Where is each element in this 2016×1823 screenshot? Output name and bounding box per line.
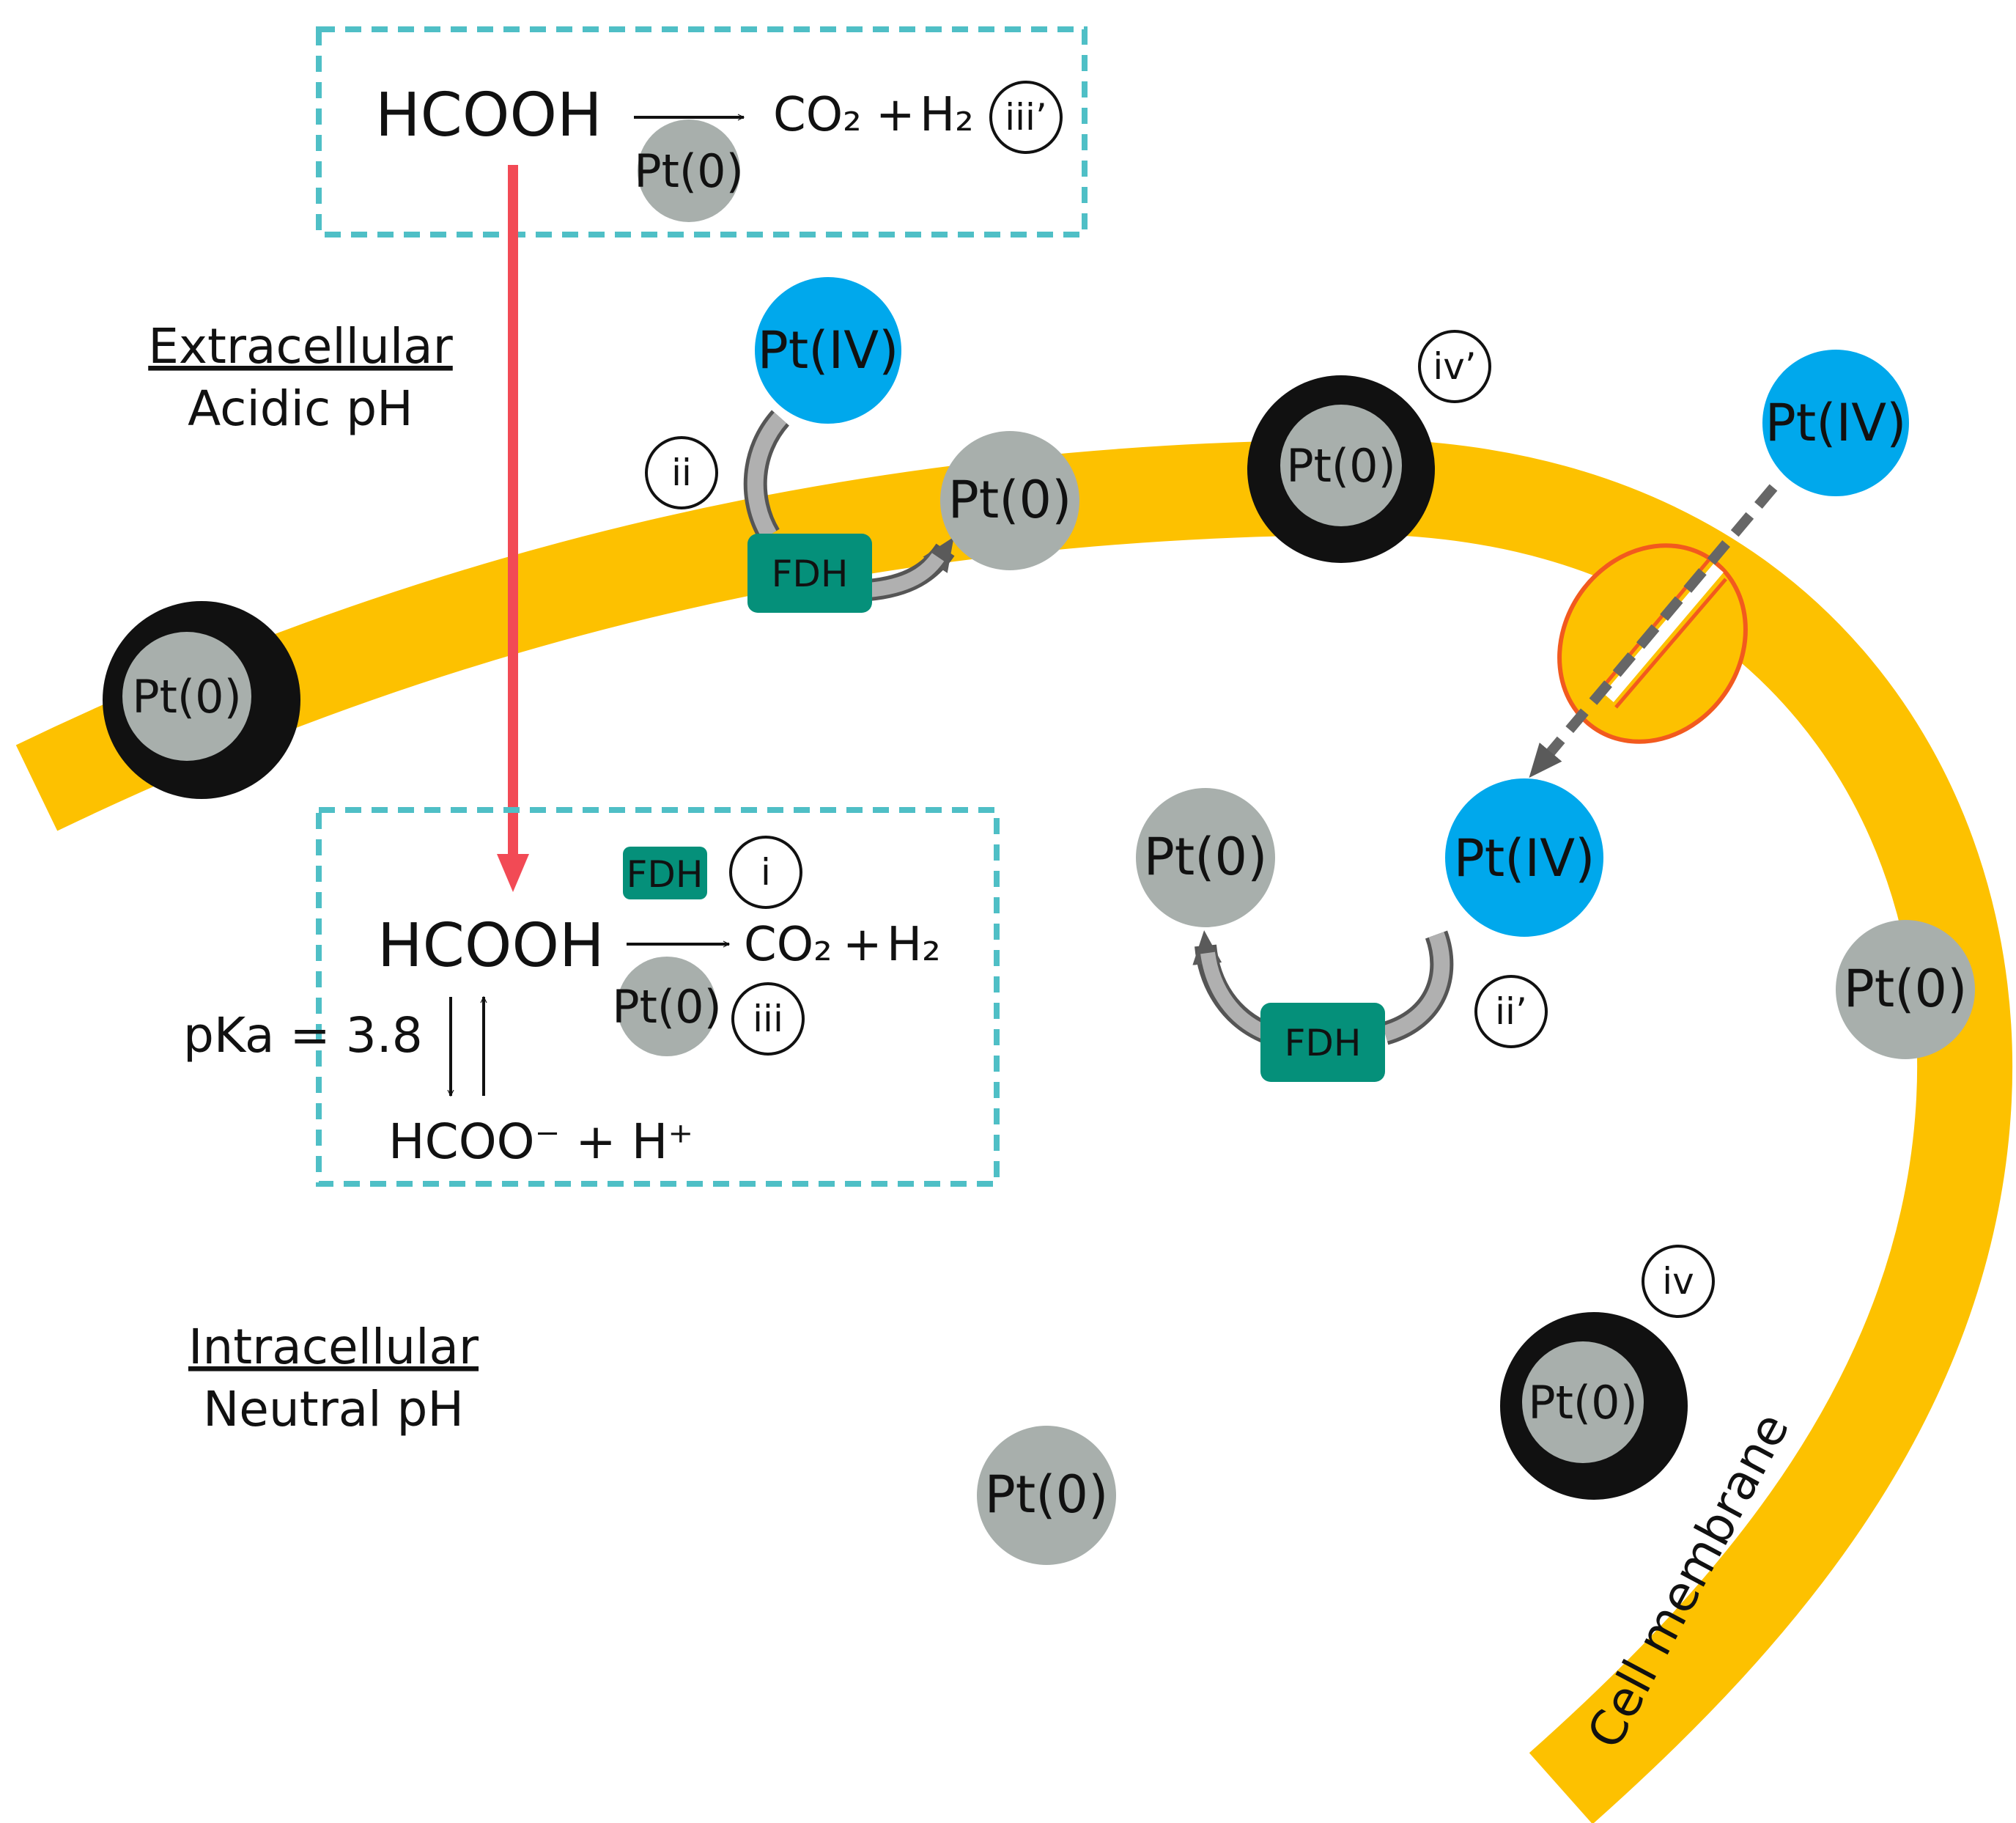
- extracellular-h2: H₂: [920, 88, 974, 142]
- label-ii-circle: [645, 436, 718, 509]
- pt0-label-box-bottom: Pt(0): [612, 980, 722, 1034]
- fdh-enzyme-box: [623, 847, 707, 899]
- extracellular-subtitle: Acidic pH: [188, 380, 413, 437]
- label-iii-prime-circle: [989, 81, 1063, 154]
- curve-arrow-ii-in-inner: [747, 412, 787, 539]
- fdh-label-box: FDH: [627, 853, 704, 896]
- pt0-label-left: Pt(0): [132, 670, 242, 723]
- label-iv-prime-circle: [1418, 330, 1491, 403]
- intracellular-hcooh: HCOOH: [377, 911, 605, 981]
- fdh-label-ii-prime: FDH: [1285, 1022, 1362, 1064]
- pt0-label-membrane-right: Pt(0): [1844, 959, 1968, 1019]
- pt0-particle-membrane-right: [1836, 920, 1975, 1059]
- pt0-particle-left: [122, 632, 251, 761]
- extracellular-reaction-box: [316, 26, 1088, 237]
- extracellular-title: Extracellular: [148, 318, 453, 375]
- pt4-particle-outside: [1762, 350, 1909, 496]
- pt0-label-ii: Pt(0): [948, 470, 1072, 530]
- label-iv-prime: iv’: [1433, 345, 1476, 388]
- pt4-label-outside: Pt(IV): [1765, 393, 1907, 453]
- extracellular-hcooh: HCOOH: [375, 81, 602, 150]
- label-iv: iv: [1662, 1260, 1694, 1303]
- label-iii-prime: iii’: [1005, 96, 1047, 139]
- label-ii-prime-circle: [1474, 975, 1548, 1048]
- label-i: i: [761, 851, 771, 894]
- fdh-enzyme-ii-prime: [1260, 1003, 1385, 1082]
- pt4-particle-ii: [755, 277, 901, 424]
- pt0-label-iv: Pt(0): [1528, 1376, 1638, 1429]
- curve-arrow-ii-prime-in-inner: [1382, 932, 1450, 1042]
- pt0-particle-box-top: [638, 119, 740, 222]
- intracellular-title: Intracellular: [188, 1319, 479, 1375]
- extracellular-co2: CO₂: [773, 88, 862, 142]
- pt0-particle-ii: [940, 431, 1079, 570]
- intracellular-co2: CO₂: [744, 918, 832, 972]
- label-iii: iii: [753, 998, 783, 1040]
- channel-pore-b: [1614, 578, 1727, 709]
- pt0-particle-iv: [1522, 1341, 1644, 1463]
- channel-pore-fill: [1603, 564, 1724, 702]
- label-iii-circle: [731, 982, 805, 1056]
- pt0-particle-ii-prime: [1136, 788, 1275, 927]
- pt0-particle-iv-prime: [1280, 405, 1402, 526]
- pt4-label-ii-prime: Pt(IV): [1454, 828, 1595, 888]
- intracellular-subtitle: Neutral pH: [203, 1381, 464, 1437]
- intracellular-plus: +: [843, 918, 882, 972]
- fdh-label-ii: FDH: [772, 553, 849, 595]
- label-i-circle: [729, 836, 802, 909]
- pka-value: pKa = 3.8: [183, 1007, 423, 1064]
- label-ii-prime: ii’: [1495, 990, 1527, 1033]
- pt0-particle-cytoplasm: [977, 1426, 1116, 1565]
- channel-transport-arrow: [1529, 484, 1778, 778]
- pt0-label-ii-prime: Pt(0): [1144, 827, 1268, 887]
- pt4-particle-ii-prime: [1445, 778, 1603, 937]
- fdh-enzyme-ii: [747, 534, 872, 613]
- curve-arrow-ii-out-inner: [867, 553, 945, 597]
- curve-arrow-ii-prime-out-inner: [1200, 951, 1271, 1041]
- intracellular-h2: H₂: [887, 918, 941, 972]
- pt0-label-box-top: Pt(0): [634, 144, 744, 198]
- pt0-label-iv-prime: Pt(0): [1286, 439, 1396, 493]
- label-ii: ii: [671, 452, 692, 494]
- pt4-label-ii: Pt(IV): [758, 320, 899, 380]
- pt0-particle-box-bottom: [617, 957, 717, 1056]
- cell-membrane: [15, 439, 2013, 1823]
- extracellular-plus: +: [876, 88, 915, 142]
- pt0-label-cytoplasm: Pt(0): [985, 1465, 1109, 1525]
- dissociated-formate: HCOO⁻ + H⁺: [388, 1113, 693, 1170]
- label-iv-circle: [1642, 1245, 1715, 1318]
